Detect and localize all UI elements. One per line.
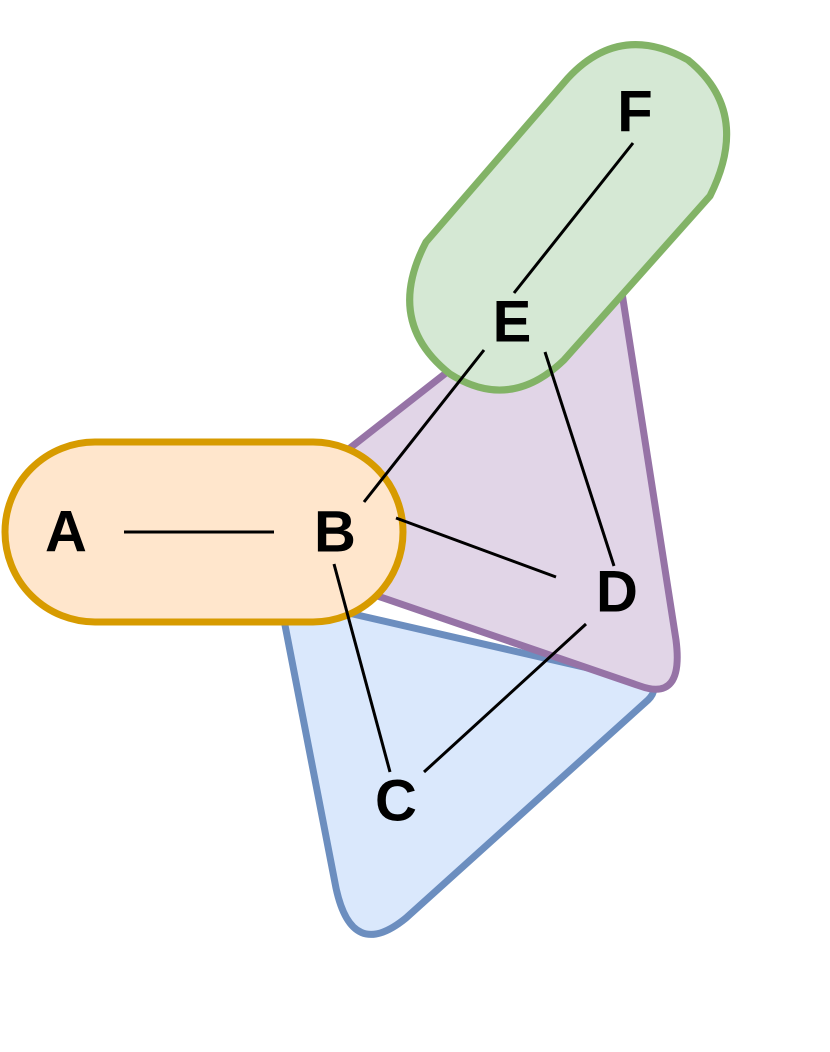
node-f: F: [617, 80, 652, 145]
node-c: C: [375, 769, 417, 834]
edge-b-c: [332, 563, 392, 773]
group-green: [406, 41, 731, 394]
edge-c-d: [422, 622, 588, 774]
node-b: B: [314, 500, 356, 565]
edge-e-f: [512, 142, 635, 294]
node-e: E: [493, 290, 532, 355]
edge-d-e: [543, 351, 616, 567]
node-a: A: [45, 500, 87, 565]
node-d: D: [596, 560, 638, 625]
edge-b-e: [362, 349, 486, 503]
edge-b-d: [395, 516, 557, 579]
